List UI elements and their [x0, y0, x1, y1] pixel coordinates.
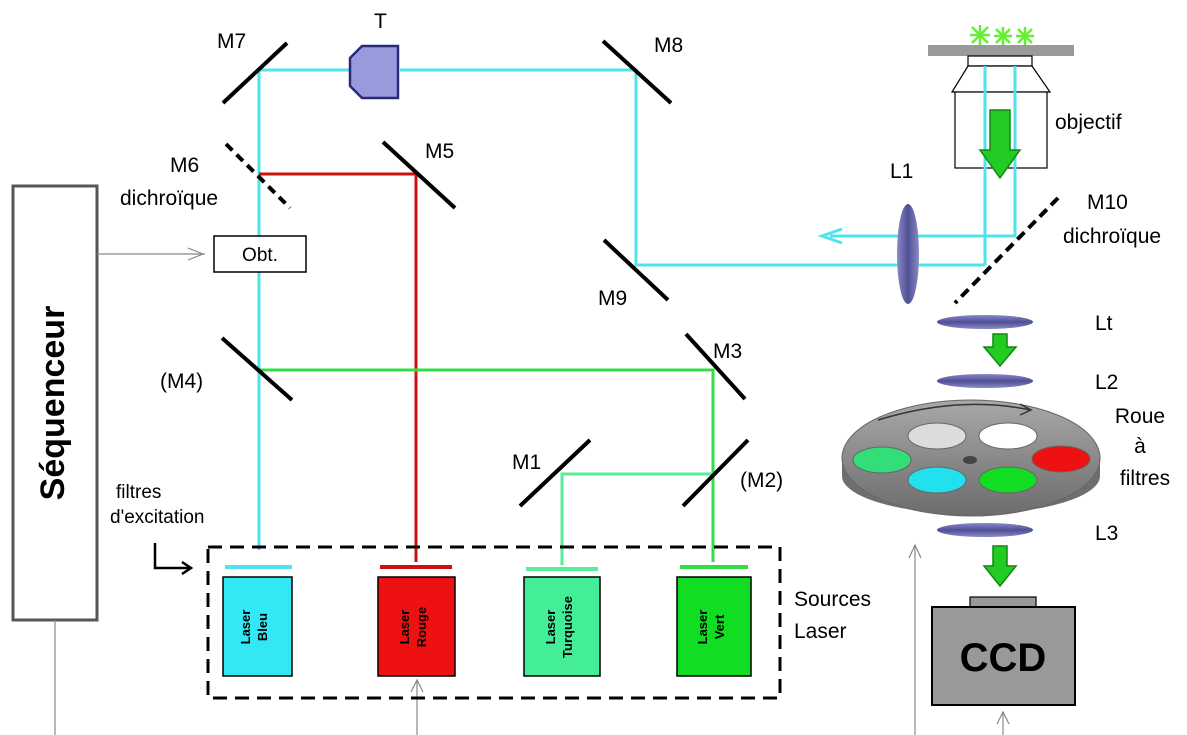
beam-red: [259, 172, 418, 562]
laser-turquoise: Laser Turquoise: [523, 576, 601, 677]
laser-label-line1: Laser: [695, 610, 710, 645]
mirror-m10-dichroic: [953, 196, 1060, 305]
laser-body: [676, 576, 752, 677]
control-wires: [410, 543, 1010, 735]
label-wheel-line1: Roue: [1115, 405, 1165, 428]
filter-wheel: [841, 399, 1101, 517]
star-icon: [994, 27, 1012, 45]
fluorescence-stars: [970, 25, 1034, 45]
lens-l1: [897, 204, 919, 304]
shutter-box[interactable]: [213, 235, 307, 273]
filter-slot-green: [978, 466, 1038, 494]
label-m6: M6: [170, 154, 199, 177]
emission-arrow-objective: [978, 109, 1022, 180]
lens-l3: [937, 523, 1033, 537]
laser-label-line1: Laser: [543, 610, 558, 645]
label-prism: T: [374, 10, 387, 33]
mirror-m6-dichroic: [224, 142, 292, 210]
lens-l2: [937, 374, 1033, 388]
label-wheel-line3: filtres: [1120, 467, 1170, 490]
sequencer-box: Séquenceur: [11, 184, 99, 622]
filter-slot-turquoise: [852, 446, 912, 474]
labels: M7 T M8 objectif M6 dichroïque M5 L1 M10…: [110, 10, 1170, 643]
laser-label-line2: Rouge: [414, 607, 429, 647]
prism-t: [348, 44, 400, 100]
filter-wheel-axle: [963, 456, 977, 464]
laser-label-line1: Laser: [238, 610, 253, 645]
label-m9: M9: [598, 287, 627, 310]
filter-slot-white: [978, 422, 1038, 450]
laser-body: [222, 576, 293, 677]
rotation-arrow: [877, 403, 1031, 421]
mirror-m2: [681, 438, 750, 508]
ccd-label: CCD: [960, 636, 1047, 680]
sample-slide: [928, 45, 1074, 56]
laser-label-line2: Bleu: [255, 613, 270, 641]
emission-arrow-l3: [982, 545, 1018, 588]
lens-lt: [937, 315, 1033, 329]
label-m1: M1: [512, 451, 541, 474]
label-m2: (M2): [740, 469, 783, 492]
objective: [928, 45, 1074, 180]
excitation-filters: [225, 565, 748, 571]
mirror-m4: [220, 336, 294, 402]
filter-slot-gray: [907, 422, 967, 450]
label-m5: M5: [425, 140, 454, 163]
mirror-m8: [601, 39, 673, 105]
ccd-camera: CCD: [931, 596, 1076, 706]
label-sources-line1: Sources: [794, 588, 871, 611]
label-l2: L2: [1095, 371, 1118, 394]
filter-pointer-arrow: [153, 543, 190, 570]
filter-slot-blue: [907, 466, 967, 494]
objective-tip: [967, 55, 1033, 67]
label-l3: L3: [1095, 522, 1118, 545]
laser-sources-box: [206, 545, 782, 700]
beam-green: [259, 368, 715, 562]
label-objective: objectif: [1055, 111, 1122, 134]
filter-pointer-arrowhead: [181, 560, 194, 576]
beam-blue: [257, 68, 355, 550]
rotation-arrowhead: [1019, 403, 1033, 416]
mirror-m3: [684, 332, 747, 401]
emission-arrow-lt: [982, 333, 1018, 368]
laser-label-line2: Vert: [712, 614, 727, 639]
label-l1: L1: [890, 160, 913, 183]
label-m10: M10: [1087, 191, 1128, 214]
wire-arrowhead: [187, 247, 205, 261]
laser-body: [377, 576, 456, 677]
mirror-m9: [602, 238, 670, 302]
laser-label-line2: Turquoise: [560, 596, 575, 658]
label-sources-line2: Laser: [794, 620, 847, 643]
laser-red: Laser Rouge: [377, 576, 456, 677]
label-wheel-line2: à: [1134, 435, 1146, 458]
label-m3: M3: [713, 340, 742, 363]
label-m4: (M4): [160, 370, 203, 393]
laser-green: Laser Vert: [676, 576, 752, 677]
laser-label-line1: Laser: [397, 610, 412, 645]
star-icon: [1016, 27, 1034, 45]
beam-return-arrowhead: [817, 227, 843, 245]
laser-body: [523, 576, 601, 677]
label-m10-dichroic: dichroïque: [1063, 225, 1161, 248]
beam-blue-main: [400, 68, 985, 267]
ccd-body: [931, 606, 1076, 706]
sequencer-label: Séquenceur: [34, 306, 72, 501]
label-m8: M8: [654, 34, 683, 57]
label-filters-line2: d'excitation: [110, 507, 204, 528]
mirror-m1: [518, 438, 592, 508]
label-m7: M7: [217, 30, 246, 53]
shutter-label: Obt.: [242, 245, 278, 266]
mirrors: [220, 39, 1060, 508]
label-filters-line1: filtres: [116, 482, 161, 503]
label-lt: Lt: [1095, 312, 1113, 335]
label-m6-dichroic: dichroïque: [120, 187, 218, 210]
laser-blue: Laser Bleu: [222, 576, 293, 677]
mirror-m5: [381, 140, 457, 210]
filter-slot-red: [1031, 445, 1091, 473]
objective-cone: [950, 65, 1052, 93]
star-icon: [970, 25, 990, 45]
mirror-m7: [221, 41, 289, 105]
beam-turquoise: [560, 472, 713, 565]
